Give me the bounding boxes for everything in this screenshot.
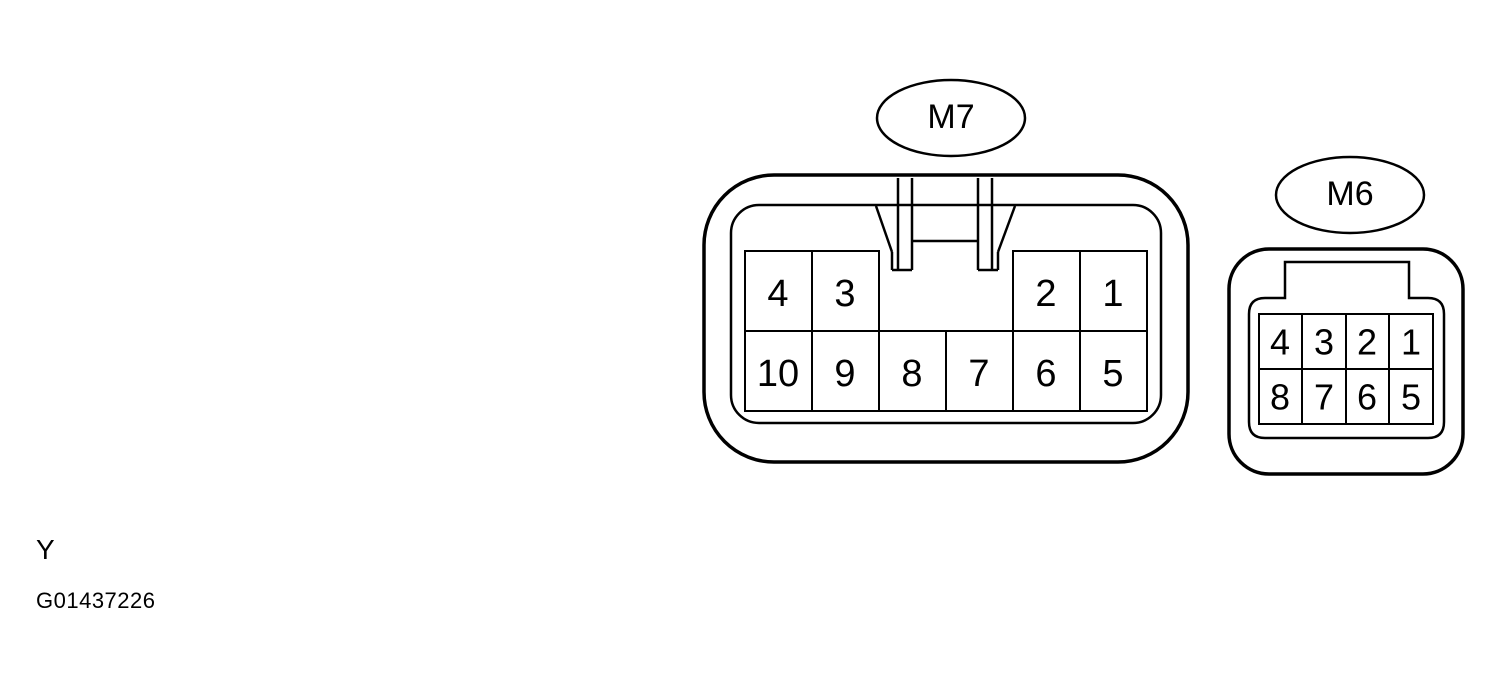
m6-label-ellipse xyxy=(1274,155,1426,235)
m7-pin-1: 1 xyxy=(1102,273,1123,315)
m7-pin-8: 8 xyxy=(901,353,922,395)
m7-pin-grid xyxy=(744,250,1148,412)
m6-housing-inner xyxy=(1247,260,1446,440)
m6-pin-4: 4 xyxy=(1270,322,1290,363)
m6-pin-labels: 4 3 2 1 8 7 6 5 xyxy=(1270,322,1421,418)
m7-lock-tabs xyxy=(874,178,1017,272)
m7-pin-2: 2 xyxy=(1035,273,1056,315)
connector-m7: M7 xyxy=(702,78,1190,464)
figure-id: G01437226 xyxy=(36,588,156,613)
m7-label: M7 xyxy=(927,98,974,136)
m7-pin-4: 4 xyxy=(767,273,788,315)
m7-housing-outer xyxy=(702,173,1190,464)
m6-pin-7: 7 xyxy=(1314,377,1334,418)
m7-pin-5: 5 xyxy=(1102,353,1123,395)
m7-housing-inner xyxy=(729,203,1163,425)
m6-label: M6 xyxy=(1326,175,1373,213)
m6-pin-3: 3 xyxy=(1314,322,1334,363)
m7-pin-3: 3 xyxy=(834,273,855,315)
m7-label-ellipse xyxy=(875,78,1027,158)
m7-pin-7: 7 xyxy=(968,353,989,395)
connector-color-code: Y xyxy=(36,534,55,565)
m7-pin-10: 10 xyxy=(757,353,799,395)
m6-pin-1: 1 xyxy=(1401,322,1421,363)
m7-pin-labels: 4 3 2 1 10 9 8 7 6 5 xyxy=(757,273,1124,395)
m7-pin-9: 9 xyxy=(834,353,855,395)
m6-pin-grid xyxy=(1258,313,1434,425)
connector-m6: M6 xyxy=(1227,155,1465,476)
m7-pin-6: 6 xyxy=(1035,353,1056,395)
m6-pin-5: 5 xyxy=(1401,377,1421,418)
m6-housing-outer xyxy=(1227,247,1465,476)
m6-pin-2: 2 xyxy=(1357,322,1377,363)
m6-pin-6: 6 xyxy=(1357,377,1377,418)
m6-pin-8: 8 xyxy=(1270,377,1290,418)
